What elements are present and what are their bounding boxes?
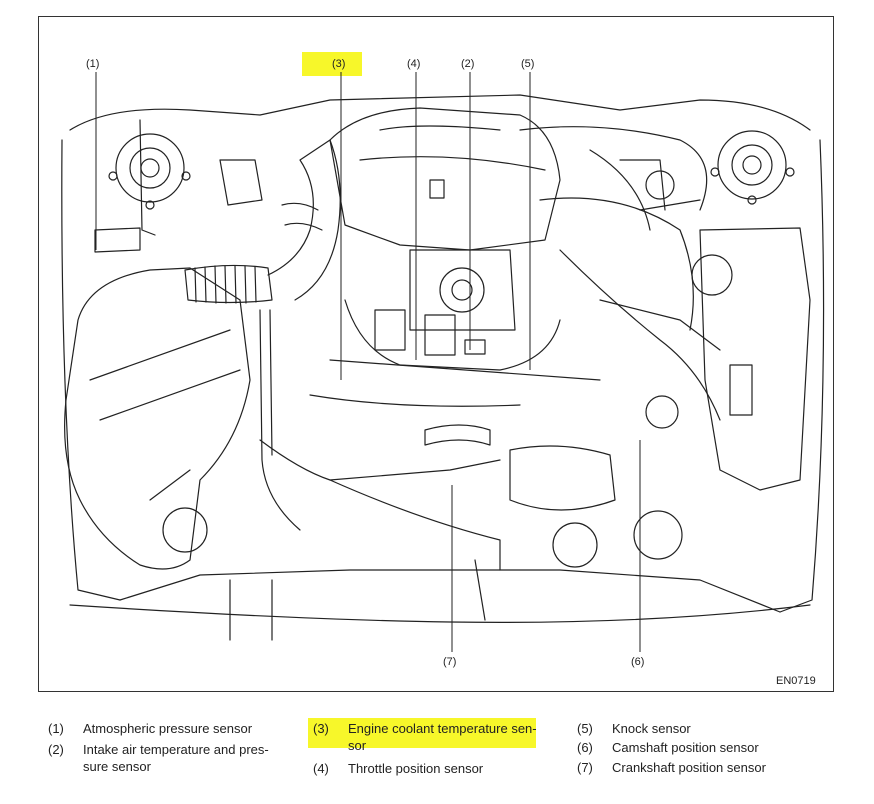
- callout-2: (2): [461, 58, 475, 70]
- legend-item-3: (3) Engine coolant temperature sen- sor: [313, 720, 563, 756]
- legend-item-1: (1) Atmospheric pressure sensor: [48, 720, 298, 740]
- legend-text: Camshaft position sensor: [612, 740, 759, 755]
- legend-item-4: (4) Throttle position sensor: [313, 760, 563, 780]
- legend-num: (2): [48, 742, 64, 757]
- figure-id: EN0719: [776, 675, 816, 687]
- callout-4: (4): [407, 58, 421, 70]
- legend-text: Atmospheric pressure sensor: [83, 721, 253, 736]
- callout-3: (3): [332, 58, 346, 70]
- legend-text: Intake air temperature and pres- sure se…: [83, 742, 269, 774]
- legend-text: Throttle position sensor: [348, 761, 484, 776]
- legend-3-highlight: [308, 718, 536, 748]
- callout-7: (7): [443, 656, 457, 668]
- legend-num: (5): [577, 721, 593, 736]
- legend-text: Engine coolant temperature sen- sor: [348, 721, 537, 753]
- legend-num: (4): [313, 761, 329, 776]
- legend-item-5: (5) Knock sensor: [577, 720, 827, 740]
- callout-5: (5): [521, 58, 535, 70]
- legend-item-2: (2) Intake air temperature and pres- sur…: [48, 741, 298, 777]
- legend-text: Knock sensor: [612, 721, 691, 736]
- legend-num: (1): [48, 721, 64, 736]
- legend-num: (3): [313, 721, 329, 736]
- callout-1: (1): [86, 58, 100, 70]
- legend-item-6: (6) Camshaft position sensor: [577, 739, 827, 759]
- legend-num: (6): [577, 740, 593, 755]
- legend-item-7: (7) Crankshaft position sensor: [577, 759, 827, 779]
- diagram-frame: [38, 16, 834, 692]
- legend-num: (7): [577, 760, 593, 775]
- legend-text: Crankshaft position sensor: [612, 760, 766, 775]
- callout-6: (6): [631, 656, 645, 668]
- callout-3-highlight: [302, 52, 362, 76]
